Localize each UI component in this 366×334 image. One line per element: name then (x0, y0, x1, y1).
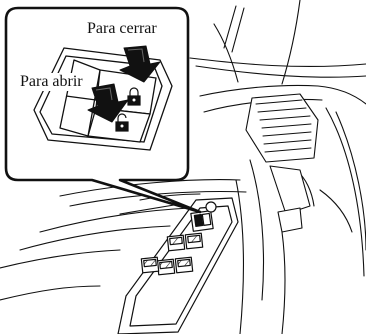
close-label: Para cerrar (86, 20, 158, 38)
open-label: Para abrir (19, 73, 84, 91)
window-switch-panel (118, 198, 238, 334)
lock-switch[interactable] (191, 211, 213, 232)
